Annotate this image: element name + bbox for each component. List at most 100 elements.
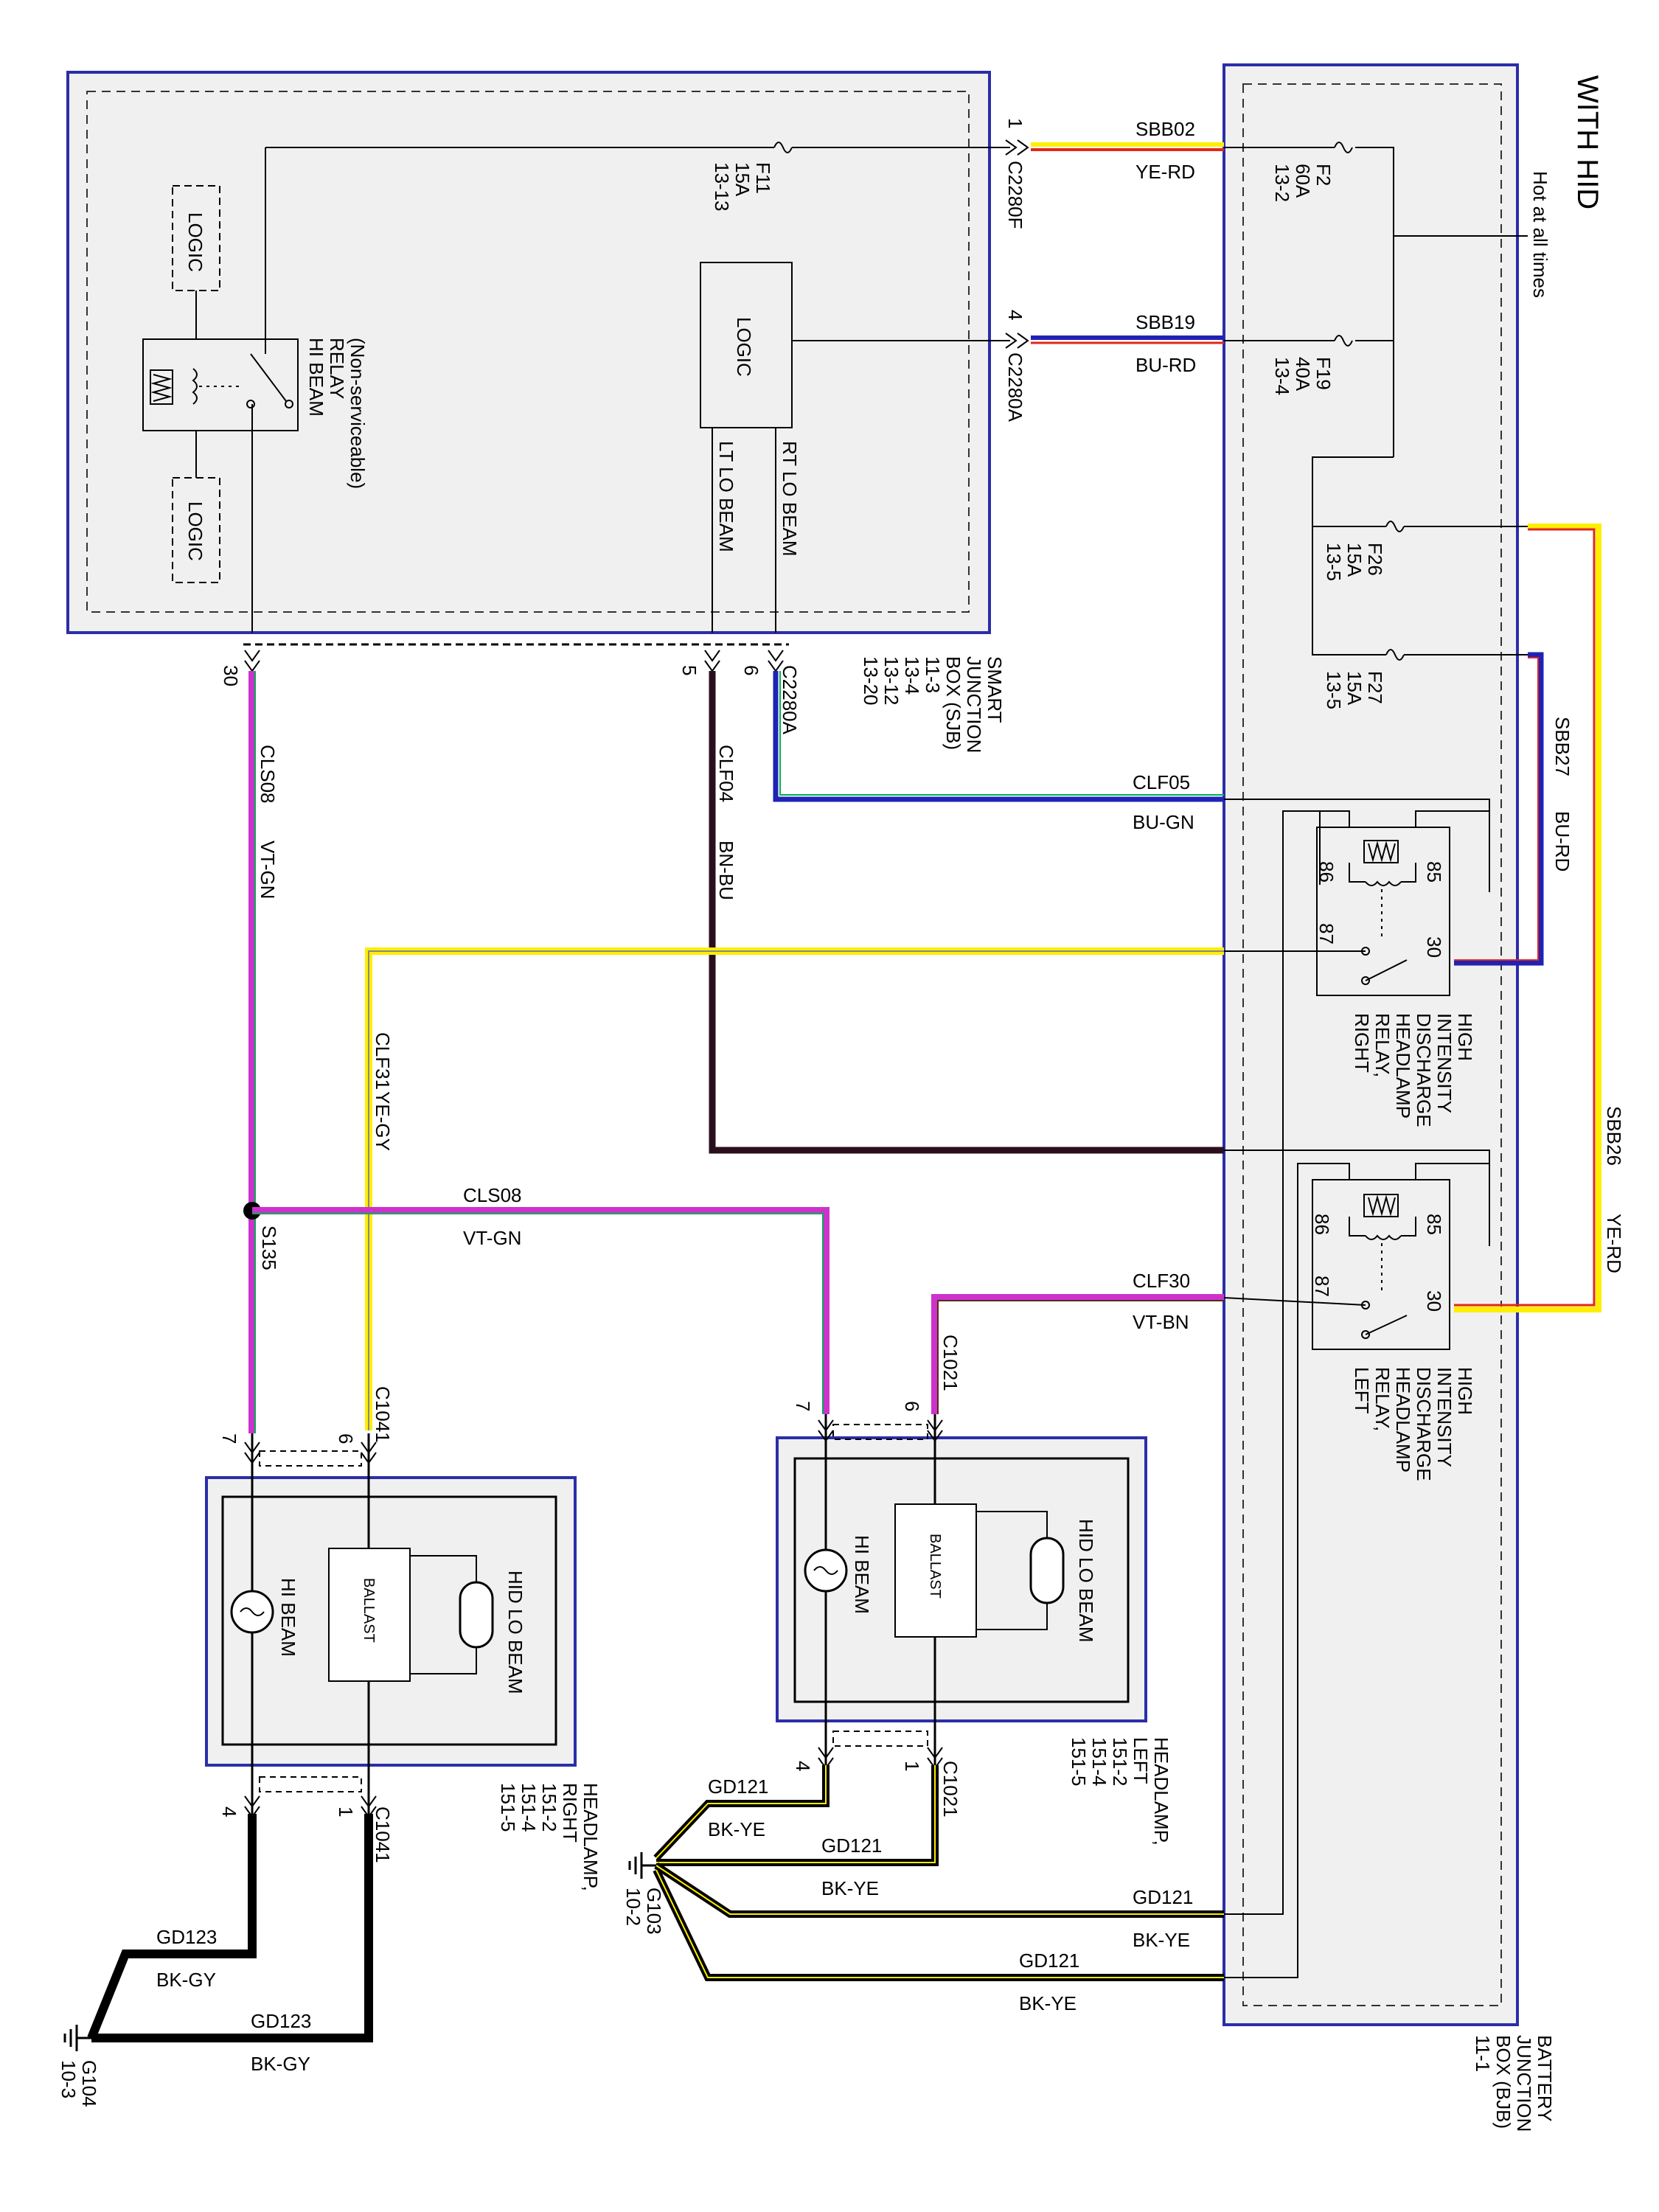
hll-pin6: 6 bbox=[901, 1401, 923, 1411]
ground-g104-ref: 10-3 bbox=[58, 2060, 80, 2098]
wire-clf31: CLF31 YE-GY bbox=[365, 947, 1366, 1430]
fuse-f2-symbol bbox=[1334, 142, 1353, 153]
bjb-name-line2: JUNCTION bbox=[1513, 2035, 1535, 2132]
wire-clf05-color: BU-GN bbox=[1133, 811, 1194, 833]
relay-right-line6: RIGHT bbox=[1351, 1013, 1373, 1073]
hlr-name-line5: 151-5 bbox=[497, 1783, 519, 1832]
sjb-name-line1: SMART bbox=[984, 656, 1006, 723]
smart-junction-box: LOGIC LOGIC HI BEAM RELAY (Non-serviceab… bbox=[66, 71, 1010, 753]
relay-right-line3: DISCHARGE bbox=[1413, 1013, 1435, 1127]
sjb-logic-center-box bbox=[700, 262, 793, 428]
bjb-inner-dashed bbox=[1242, 83, 1502, 2006]
hlr-name-line4: 151-4 bbox=[518, 1783, 540, 1832]
relay-right-line5: RELAY, bbox=[1371, 1013, 1394, 1077]
relay-right-line2: INTENSITY bbox=[1433, 1013, 1455, 1113]
wire-cls08-branch-color: VT-GN bbox=[463, 1227, 521, 1249]
fuse-f11-line2: 15A bbox=[731, 162, 754, 197]
wire-sbb26-label: SBB26 bbox=[1603, 1106, 1625, 1166]
fuse-f27-line2: 15A bbox=[1343, 671, 1366, 706]
hi-beam-relay-line2: RELAY bbox=[326, 338, 348, 399]
hll-hi-beam-label: HI BEAM bbox=[851, 1535, 873, 1614]
sjb-name-line7: 13-20 bbox=[860, 656, 882, 706]
hi-beam-relay-coil-zigzag bbox=[150, 374, 173, 402]
wire-cls08: CLS08 VT-GN S135 bbox=[243, 671, 280, 1433]
wire-cls08-label: CLS08 bbox=[257, 745, 279, 804]
battery-junction-box: WITH HID Hot at all times F2 60A 13-2 F1… bbox=[1222, 63, 1604, 2132]
sjb-name-line5: 13-4 bbox=[901, 656, 923, 695]
wire-cls08-branch: CLS08 VT-GN bbox=[252, 1184, 830, 1414]
gd121-label-1: GD121 bbox=[708, 1775, 768, 1798]
sjb-logic-top-label: LOGIC bbox=[184, 212, 206, 272]
wire-sbb02-label: SBB02 bbox=[1135, 118, 1195, 140]
hlr-hi-beam-label: HI BEAM bbox=[277, 1578, 299, 1657]
relay-left-line6: LEFT bbox=[1351, 1367, 1373, 1414]
hlr-ballast-label: BALLAST bbox=[361, 1578, 377, 1643]
hlr-ballast-box bbox=[328, 1548, 411, 1682]
hll-name-line3: 151-2 bbox=[1109, 1737, 1131, 1787]
c2280a-pin: 4 bbox=[1004, 310, 1026, 320]
wire-sbb27-color: BU-RD bbox=[1551, 811, 1573, 872]
wire-sbb19-label: SBB19 bbox=[1135, 311, 1195, 333]
fuse-f2-line1: F2 bbox=[1312, 164, 1335, 186]
ground-g104-icon bbox=[63, 2025, 91, 2051]
headlamp-right: 7 6 C1041 HI BEAM BALLAST HID LO BEAM 4 … bbox=[205, 1386, 602, 1891]
bk-gy-label-1: BK-GY bbox=[156, 1969, 216, 1991]
relay-left-pin86: 86 bbox=[1311, 1214, 1333, 1235]
hi-beam-relay-box bbox=[142, 338, 299, 431]
hll-name-line1: HEADLAMP, bbox=[1150, 1737, 1172, 1846]
wire-clf05-label: CLF05 bbox=[1133, 771, 1190, 793]
fuse-f19-line3: 13-4 bbox=[1271, 357, 1293, 395]
gd123-label-2: GD123 bbox=[251, 2010, 311, 2032]
fuse-f2-line2: 60A bbox=[1292, 164, 1314, 198]
headlamp-left: 7 6 HI BEAM BALLAST HID LO BEAM 4 1 C102… bbox=[776, 1401, 1172, 1846]
hlr-pin7: 7 bbox=[218, 1433, 240, 1444]
sjb-pin-5: 5 bbox=[678, 665, 700, 675]
relay-left-line4: HEADLAMP bbox=[1392, 1367, 1414, 1472]
wire-cls08-branch-label: CLS08 bbox=[463, 1184, 522, 1206]
sjb-c2280a-bottom: C2280A bbox=[779, 665, 801, 735]
sjb-logic-top-box bbox=[172, 185, 220, 291]
hll-ballast-box bbox=[894, 1503, 977, 1638]
bjb-name-line1: BATTERY bbox=[1534, 2035, 1556, 2122]
relay-right-pin85: 85 bbox=[1423, 861, 1445, 883]
c2280a-label: C2280A bbox=[1004, 352, 1026, 422]
sjb-name-line2: JUNCTION bbox=[963, 656, 985, 753]
hlr-c1041-bottom: C1041 bbox=[372, 1806, 394, 1863]
wire-clf04-label: CLF04 bbox=[715, 745, 737, 802]
hll-hid-lamp-icon bbox=[1029, 1537, 1065, 1604]
hlr-name-line3: 151-2 bbox=[538, 1783, 560, 1832]
gd121-label-3: GD121 bbox=[1133, 1886, 1193, 1908]
relay-left-line2: INTENSITY bbox=[1433, 1367, 1455, 1467]
bk-ye-label-1: BK-YE bbox=[708, 1818, 765, 1840]
lt-lo-beam-label: LT LO BEAM bbox=[715, 441, 737, 552]
wire-sbb26: SBB26 YE-RD bbox=[1454, 524, 1625, 1312]
wire-sbb27: SBB27 BU-RD bbox=[1454, 652, 1573, 966]
sjb-logic-bottom-label: LOGIC bbox=[184, 501, 206, 561]
hi-beam-relay-coil bbox=[150, 369, 173, 405]
hlr-name-line1: HEADLAMP, bbox=[580, 1783, 602, 1891]
gd121-label-2: GD121 bbox=[821, 1834, 882, 1857]
wire-sbb19-color: BU-RD bbox=[1135, 354, 1196, 376]
hll-name-line2: LEFT bbox=[1130, 1737, 1152, 1784]
c2280f-label: C2280F bbox=[1004, 161, 1026, 229]
wire-clf30: CLF30 VT-BN C1021 bbox=[931, 1270, 1366, 1414]
fuse-f27-line1: F27 bbox=[1364, 671, 1386, 704]
bk-ye-label-3: BK-YE bbox=[1133, 1929, 1190, 1951]
sjb-name-line4: 11-3 bbox=[922, 656, 944, 693]
bjb-outline bbox=[1222, 63, 1519, 2026]
relay-left-line3: DISCHARGE bbox=[1413, 1367, 1435, 1481]
bk-ye-label-4: BK-YE bbox=[1019, 1992, 1077, 2014]
gd121-label-4: GD121 bbox=[1019, 1950, 1079, 1972]
ground-g103-label: G103 bbox=[643, 1888, 665, 1935]
wire-sbb02: SBB02 YE-RD bbox=[1031, 118, 1224, 183]
hi-beam-relay-line3: (Non-serviceable) bbox=[347, 338, 369, 489]
fuse-f26-symbol bbox=[1385, 521, 1405, 532]
relay-left-line5: RELAY, bbox=[1371, 1367, 1394, 1431]
hll-name-line5: 151-5 bbox=[1068, 1737, 1090, 1787]
fuse-f11-line1: F11 bbox=[752, 162, 774, 194]
hll-pin1: 1 bbox=[901, 1761, 923, 1771]
fuse-f26-line2: 15A bbox=[1343, 543, 1366, 577]
ground-g104-wires: GD123 BK-GY GD123 BK-GY G104 10-3 bbox=[58, 1814, 373, 2107]
wire-sbb02-color: YE-RD bbox=[1135, 161, 1195, 183]
